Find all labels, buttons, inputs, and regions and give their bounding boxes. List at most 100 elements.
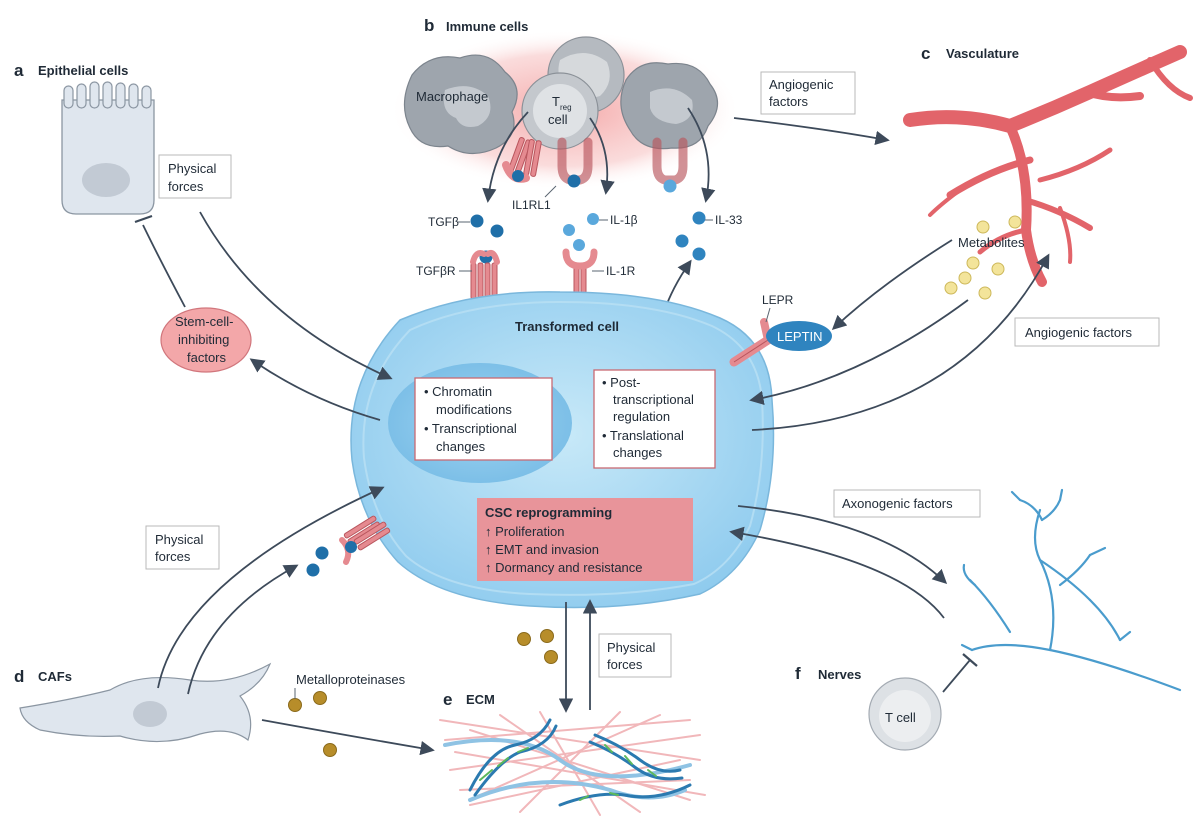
- angiogenic-factors-box-top: Angiogenic factors: [760, 71, 856, 115]
- svg-text:transcriptional: transcriptional: [613, 392, 694, 407]
- physical-forces-box-bottom: Physical forces: [598, 633, 672, 678]
- panel-e-title: ECM: [466, 692, 495, 707]
- immune-to-vasculature-arrow: [733, 117, 890, 146]
- svg-text:Physical: Physical: [607, 640, 656, 655]
- panel-e-letter: e: [443, 690, 452, 709]
- stem-cell-inhibiting-factors: Stem-cell- inhibiting factors: [160, 307, 252, 373]
- il1rl1-receptor-cluster: [502, 136, 688, 193]
- svg-text:modifications: modifications: [436, 402, 512, 417]
- physical-forces-box-left: Physical forces: [145, 525, 220, 570]
- il1r-label: IL-1R: [606, 264, 636, 278]
- cell-to-il33-arrow: [687, 107, 716, 203]
- il33-label: IL-33: [715, 213, 743, 227]
- il1rl1-label: IL1RL1: [512, 198, 551, 212]
- inhibition-bar-epithelial: [134, 214, 153, 224]
- il33-ligands: [675, 211, 706, 261]
- panel-c-letter: c: [921, 44, 930, 63]
- t-cell-icon: [868, 677, 942, 751]
- svg-text:↑ Dormancy and resistance: ↑ Dormancy and resistance: [485, 560, 643, 575]
- tgfb-label: TGFβ: [428, 215, 459, 229]
- svg-text:forces: forces: [168, 179, 204, 194]
- metabolites-to-cell-arrow: [749, 299, 969, 405]
- il1b-label: IL-1β: [610, 213, 638, 227]
- transformed-cell-title: Transformed cell: [515, 319, 619, 334]
- svg-text:Physical: Physical: [155, 532, 204, 547]
- panel-d-letter: d: [14, 667, 24, 686]
- physical-forces-box-top: Physical forces: [158, 154, 232, 199]
- epithelial-cell-icon: [61, 81, 155, 215]
- macrophage-label: Macrophage: [416, 89, 488, 104]
- svg-text:Angiogenic factors: Angiogenic factors: [1025, 325, 1132, 340]
- svg-text:changes: changes: [613, 445, 663, 460]
- caf-physical-forces-arrow: [157, 486, 385, 689]
- il1b-ligands: [563, 213, 599, 251]
- svg-text:Axonogenic factors: Axonogenic factors: [842, 496, 953, 511]
- svg-text:• Translational: • Translational: [602, 428, 684, 443]
- caf-ligands-and-receptor: [306, 514, 391, 577]
- ecm-particles: [517, 629, 558, 664]
- panel-a-letter: a: [14, 61, 24, 80]
- svg-text:regulation: regulation: [613, 409, 670, 424]
- svg-text:forces: forces: [155, 549, 191, 564]
- metabolites-to-leptin-arrow: [831, 239, 953, 330]
- third-immune-cell-icon: [620, 62, 719, 150]
- svg-text:↑ EMT and invasion: ↑ EMT and invasion: [485, 542, 599, 557]
- csc-reprogramming-box: CSC reprogramming ↑ Proliferation ↑ EMT …: [477, 498, 693, 581]
- panel-f-title: Nerves: [818, 667, 861, 682]
- metabolite-particles: [944, 215, 1022, 300]
- svg-text:LEPTIN: LEPTIN: [777, 329, 823, 344]
- metalloproteinases-label: Metalloproteinases: [296, 672, 406, 687]
- cell-to-vasculature-arrow: [751, 253, 1050, 431]
- caf-cell-icon: [19, 662, 272, 743]
- treg-cell-icon: [521, 36, 625, 150]
- svg-text:factors: factors: [187, 350, 227, 365]
- nerve-t-cell-inhibit-line: [942, 659, 971, 693]
- treg-to-il1b-arrow: [589, 117, 615, 195]
- inhibition-bar-tcell: [962, 653, 978, 667]
- svg-text:inhibiting: inhibiting: [178, 332, 229, 347]
- epithelial-physical-forces-arrow: [199, 211, 393, 380]
- cell-to-stem-arrow: [249, 358, 381, 421]
- t-cell-label: T cell: [885, 710, 916, 725]
- nerve-icon: [960, 488, 1182, 692]
- treg-to-tgfb-arrow: [482, 111, 529, 203]
- panel-a-title: Epithelial cells: [38, 63, 128, 78]
- svg-text:Stem-cell-: Stem-cell-: [175, 314, 234, 329]
- il1r-receptor-icon: [562, 248, 598, 301]
- svg-text:changes: changes: [436, 439, 486, 454]
- svg-text:Angiogenic: Angiogenic: [769, 77, 834, 92]
- svg-text:• Post-: • Post-: [602, 375, 641, 390]
- treg-cell-label: cell: [548, 112, 568, 127]
- angiogenic-factors-box-right: Angiogenic factors: [1014, 317, 1160, 347]
- nucleus-box: • Chromatin modifications • Transcriptio…: [414, 377, 553, 461]
- cell-to-nerve-arrow: [737, 505, 948, 584]
- treg-label: Treg: [552, 94, 572, 112]
- svg-text:Physical: Physical: [168, 161, 217, 176]
- caf-ligand-arrow: [187, 564, 299, 695]
- svg-text:↑ Proliferation: ↑ Proliferation: [485, 524, 564, 539]
- nerve-to-cell-arrow: [729, 526, 945, 619]
- post-transcriptional-box: • Post- transcriptional regulation • Tra…: [593, 369, 716, 469]
- axonogenic-factors-box: Axonogenic factors: [833, 489, 981, 518]
- leptin-badge: LEPTIN: [766, 321, 832, 351]
- caf-to-ecm-arrow: [261, 719, 435, 756]
- tgfbr-label: TGFβR: [416, 264, 456, 278]
- panel-b-title: Immune cells: [446, 19, 528, 34]
- tgfbr-receptor-icon: [470, 250, 500, 300]
- svg-text:• Transcriptional: • Transcriptional: [424, 421, 517, 436]
- svg-text:forces: forces: [607, 657, 643, 672]
- panel-d-title: CAFs: [38, 669, 72, 684]
- metabolites-label: Metabolites: [958, 235, 1025, 250]
- panel-f-letter: f: [795, 664, 801, 683]
- svg-text:factors: factors: [769, 94, 809, 109]
- panel-c-title: Vasculature: [946, 46, 1019, 61]
- lepr-label: LEPR: [762, 293, 794, 307]
- ecm-fiber-network-icon: [439, 711, 706, 816]
- stem-inhibit-line: [142, 224, 186, 308]
- svg-text:• Chromatin: • Chromatin: [424, 384, 492, 399]
- blood-vessel-icon: [903, 45, 1193, 287]
- svg-text:CSC reprogramming: CSC reprogramming: [485, 505, 612, 520]
- metalloproteinase-particles: [288, 691, 337, 757]
- macrophage-icon: [403, 54, 518, 155]
